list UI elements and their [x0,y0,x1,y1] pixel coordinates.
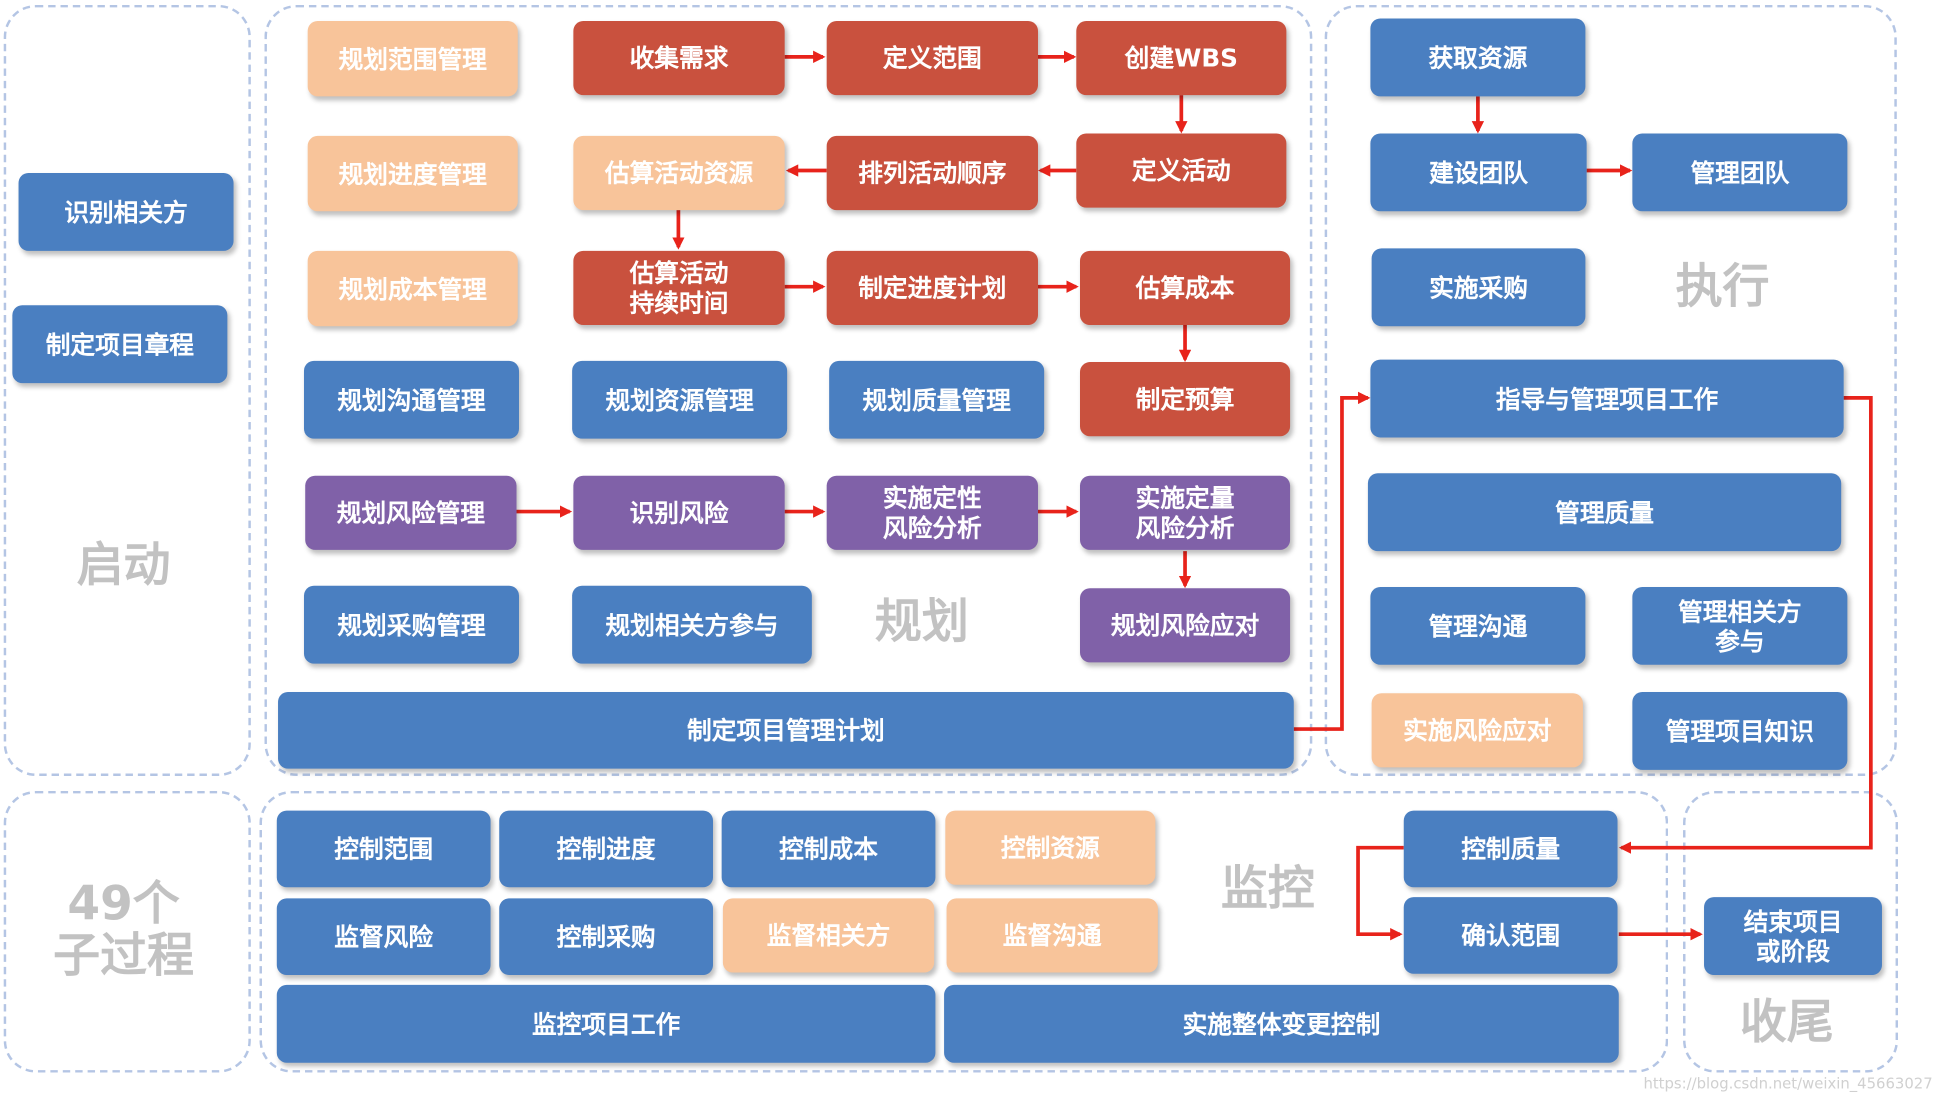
group-initiating [3,4,251,777]
phase-label-executing: 执行 [1675,259,1770,314]
determine-budget-box[interactable]: 制定预算 [1080,362,1291,437]
integrated-change-box[interactable]: 实施整体变更控制 [944,984,1619,1063]
phase-label-closing: 收尾 [1739,994,1834,1050]
group-executing [1324,4,1897,777]
estimate-costs-box[interactable]: 估算成本 [1080,250,1291,325]
phase-label-initiating: 启动 [76,537,171,592]
plan-risk-box[interactable]: 规划风险管理 [305,475,517,550]
control-schedule-box[interactable]: 控制进度 [499,810,713,888]
manage-stakeholder-box[interactable]: 管理相关方 参与 [1632,586,1848,665]
plan-resources-box[interactable]: 规划资源管理 [572,360,788,439]
direct-manage-work-box[interactable]: 指导与管理项目工作 [1370,359,1844,438]
acquire-resources-box[interactable]: 获取资源 [1370,18,1586,97]
group-planning [264,4,1313,777]
plan-communications-box[interactable]: 规划沟通管理 [303,360,519,439]
develop-team-box[interactable]: 建设团队 [1370,133,1587,212]
manage-knowledge-box[interactable]: 管理项目知识 [1632,691,1848,770]
plan-risk-responses-box[interactable]: 规划风险应对 [1080,588,1291,663]
quantitative-risk-box[interactable]: 实施定量 风险分析 [1080,475,1291,550]
phase-label-total: 49个 子过程 [53,876,195,983]
plan-quality-box[interactable]: 规划质量管理 [829,360,1045,439]
control-quality-box[interactable]: 控制质量 [1403,810,1618,888]
close-project-box[interactable]: 结束项目 或阶段 [1704,897,1882,975]
define-activities-box[interactable]: 定义活动 [1076,133,1287,208]
plan-schedule-box[interactable]: 规划进度管理 [307,135,518,212]
monitor-stakeholder-box[interactable]: 监督相关方 [722,898,935,973]
collect-requirements-box[interactable]: 收集需求 [573,21,785,96]
monitor-communications-box[interactable]: 监督沟通 [946,898,1158,973]
monitor-work-box[interactable]: 监控项目工作 [276,984,936,1063]
conduct-procurements-box[interactable]: 实施采购 [1371,248,1586,327]
define-scope-box[interactable]: 定义范围 [826,21,1038,96]
create-wbs-box[interactable]: 创建WBS [1076,21,1287,96]
group-monitoring [259,790,1669,1073]
arrow-direct-controlquality [1618,396,1873,854]
estimate-durations-box[interactable]: 估算活动 持续时间 [573,250,785,325]
plan-cost-box[interactable]: 规划成本管理 [307,250,518,327]
develop-schedule-box[interactable]: 制定进度计划 [826,250,1038,325]
estimate-resources-box[interactable]: 估算活动资源 [573,135,785,211]
develop-charter-box[interactable]: 制定项目章程 [12,305,228,384]
sequence-activities-box[interactable]: 排列活动顺序 [826,135,1038,211]
phase-label-planning: 规划 [874,594,969,649]
control-scope-box[interactable]: 控制范围 [276,810,491,888]
phase-label-monitoring: 监控 [1220,861,1315,916]
plan-procurement-box[interactable]: 规划采购管理 [303,585,519,664]
arrow-controlquality-validate [1356,845,1404,941]
plan-stakeholder-box[interactable]: 规划相关方参与 [572,585,812,664]
manage-communications-box[interactable]: 管理沟通 [1370,586,1586,665]
identify-stakeholders-box[interactable]: 识别相关方 [18,172,234,251]
manage-quality-box[interactable]: 管理质量 [1367,473,1842,552]
arrow-plan-direct [1293,391,1371,731]
develop-pm-plan-box[interactable]: 制定项目管理计划 [278,691,1294,769]
monitor-risks-box[interactable]: 监督风险 [276,898,491,975]
control-resources-box[interactable]: 控制资源 [945,810,1156,885]
control-costs-box[interactable]: 控制成本 [721,810,936,888]
watermark: https://blog.csdn.net/weixin_45663027 [1643,1075,1933,1093]
manage-team-box[interactable]: 管理团队 [1632,133,1848,212]
group-closing [1683,790,1899,1073]
validate-scope-box[interactable]: 确认范围 [1403,897,1618,974]
plan-scope-box[interactable]: 规划范围管理 [307,21,518,97]
identify-risks-box[interactable]: 识别风险 [573,475,785,550]
control-procurements-box[interactable]: 控制采购 [499,898,713,975]
implement-risk-responses-box[interactable]: 实施风险应对 [1371,693,1583,768]
qualitative-risk-box[interactable]: 实施定性 风险分析 [826,475,1038,550]
group-summary [3,790,251,1073]
